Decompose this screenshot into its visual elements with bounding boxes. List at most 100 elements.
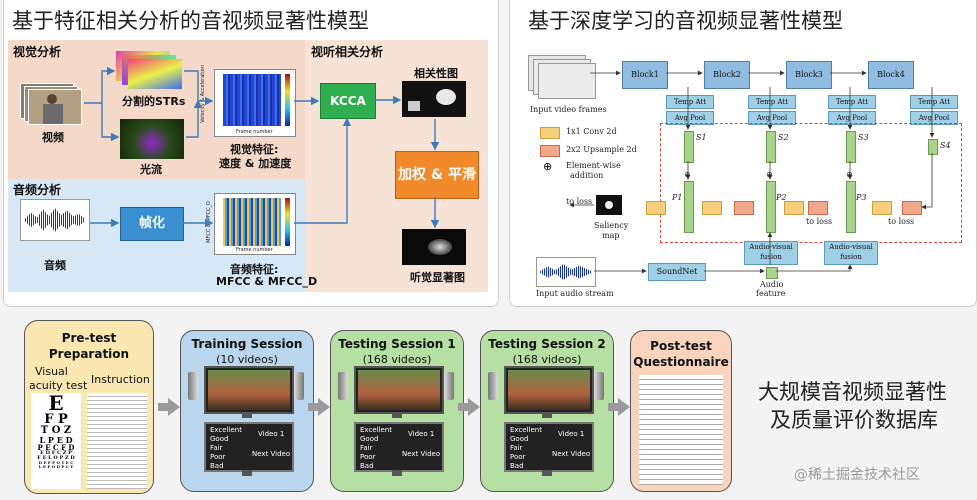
conv-block-b <box>702 201 722 215</box>
session1-monitor <box>204 366 294 414</box>
next-video-button[interactable]: Next Video <box>552 450 591 458</box>
conv-block-a <box>646 201 666 215</box>
audio-waveform-image <box>20 199 90 241</box>
rating-fair[interactable]: Fair <box>210 444 223 452</box>
posttest-card: Post-test Questionnaire <box>630 330 732 492</box>
visual-analysis-label: 视觉分析 <box>13 45 62 59</box>
rating-good[interactable]: Good <box>510 435 529 443</box>
instruction-label: Instruction <box>91 373 150 386</box>
audio-label: 音频 <box>44 259 66 272</box>
rating-fair[interactable]: Fair <box>510 444 523 452</box>
svg-text:⊕: ⊕ <box>766 170 773 179</box>
database-line2: 及质量评价数据库 <box>770 408 938 432</box>
auditory-saliency-map-image <box>402 229 466 265</box>
deep-learning-panel: 基于深度学习的音视频显著性模型 Input video frames Block… <box>509 0 977 307</box>
rating-bad[interactable]: Bad <box>510 462 524 470</box>
temp-att-2: Temp Att <box>748 95 796 109</box>
block1: Block1 <box>622 61 668 89</box>
to-loss-3: to loss <box>888 217 915 226</box>
posttest-title-line2: Questionnaire <box>633 355 729 369</box>
legend-upsample-label: 2x2 Upsample 2d <box>566 145 637 154</box>
database-line1: 大规模音视频显著性 <box>758 380 947 404</box>
avg-pool-3: Avg Pool <box>828 111 876 125</box>
session3-speaker-right <box>594 372 604 400</box>
input-video-frames-image <box>528 55 598 101</box>
avg-pool-1: Avg Pool <box>666 111 714 125</box>
session3-rating-screen: Excellent Good Fair Poor Bad Video 1 Nex… <box>504 422 594 472</box>
legend-add-line1: Element-wise <box>566 161 621 170</box>
s1-label: S1 <box>696 133 707 142</box>
rating-poor[interactable]: Poor <box>360 453 376 461</box>
weight-smooth-box: 加权 & 平滑 <box>395 151 479 199</box>
s1-bar <box>684 131 694 163</box>
temp-att-1: Temp Att <box>666 95 714 109</box>
rating-excellent[interactable]: Excellent <box>510 426 542 434</box>
upsample-block-b <box>734 201 754 215</box>
testing2-sub: (168 videos) <box>512 353 582 366</box>
to-loss-1: to loss <box>566 197 593 206</box>
arrow-4 <box>608 398 630 416</box>
svg-text:⊕: ⊕ <box>684 170 691 179</box>
p1-label: P1 <box>672 193 683 202</box>
weight-smooth-label: 加权 & 平滑 <box>398 167 476 183</box>
to-loss-2: to loss <box>806 217 833 226</box>
rating-good[interactable]: Good <box>360 435 379 443</box>
video-1-label: Video 1 <box>258 430 285 438</box>
s2-label: S2 <box>778 133 789 142</box>
testing1-sub: (168 videos) <box>362 353 432 366</box>
legend-add-icon: ⊕ <box>543 160 553 173</box>
block2: Block2 <box>704 61 750 89</box>
visual-acuity-line1: Visual <box>35 365 68 378</box>
instruction-document <box>87 393 147 489</box>
experiment-procedure: Pre-test Preparation Visual acuity test … <box>0 312 977 500</box>
temp-att-4: Temp Att <box>910 95 958 109</box>
optical-flow-image <box>120 119 184 159</box>
rating-poor[interactable]: Poor <box>510 453 526 461</box>
visual-feature-plot <box>214 69 296 137</box>
legend-conv-swatch <box>540 127 560 139</box>
p3-bar <box>846 181 856 233</box>
right-panel-arrows: ⊕ ⊕ ⊕ <box>569 70 935 274</box>
rating-excellent[interactable]: Excellent <box>210 426 242 434</box>
kcca-label: KCCA <box>330 94 366 108</box>
rating-bad[interactable]: Bad <box>210 462 224 470</box>
visual-feature-line2: 速度 & 加速度 <box>219 157 292 170</box>
legend-upsample-swatch <box>540 145 560 157</box>
rating-good[interactable]: Good <box>210 435 229 443</box>
input-audio-label: Input audio stream <box>536 289 614 298</box>
audio-feature-line2: MFCC & MFCC_D <box>216 275 318 288</box>
p3-label: P3 <box>856 193 867 202</box>
rating-excellent[interactable]: Excellent <box>360 426 392 434</box>
correlation-map-image <box>402 81 466 117</box>
correlation-map-label: 相关性图 <box>414 67 458 80</box>
s4-label: S4 <box>940 141 951 150</box>
testing1-title: Testing Session 1 <box>338 337 456 351</box>
legend-add-line2: addition <box>570 171 604 180</box>
s2-bar <box>766 131 776 163</box>
saliency-map-image <box>596 195 622 215</box>
s4-bar <box>928 139 938 155</box>
session1-speaker-left <box>188 372 198 400</box>
audio-feature-line1: Audio <box>760 280 784 289</box>
rating-poor[interactable]: Poor <box>210 453 226 461</box>
rating-bad[interactable]: Bad <box>360 462 374 470</box>
next-video-button[interactable]: Next Video <box>402 450 441 458</box>
arrow-3 <box>458 398 480 416</box>
svg-text:⊕: ⊕ <box>846 170 853 179</box>
rating-fair[interactable]: Fair <box>360 444 373 452</box>
framing-label: 帧化 <box>138 216 165 231</box>
audio-analysis-label: 音频分析 <box>13 183 62 197</box>
arrow-2 <box>308 398 330 416</box>
segmented-strs-image <box>116 51 182 91</box>
watermark: @稀土掘金技术社区 <box>794 467 920 483</box>
next-video-button[interactable]: Next Video <box>252 450 291 458</box>
strs-label: 分割的STRs <box>122 95 186 108</box>
input-audio-image <box>536 257 596 287</box>
feature-correlation-panel: 基于特征相关分析的音视频显著性模型 视觉分析 视听相关分析 音频分析 视频 分割… <box>3 0 499 307</box>
avg-pool-2: Avg Pool <box>748 111 796 125</box>
session2-rating-screen: Excellent Good Fair Poor Bad Video 1 Nex… <box>354 422 444 472</box>
p2-label: P2 <box>776 193 787 202</box>
saliency-map-line1: Saliency <box>594 221 629 230</box>
